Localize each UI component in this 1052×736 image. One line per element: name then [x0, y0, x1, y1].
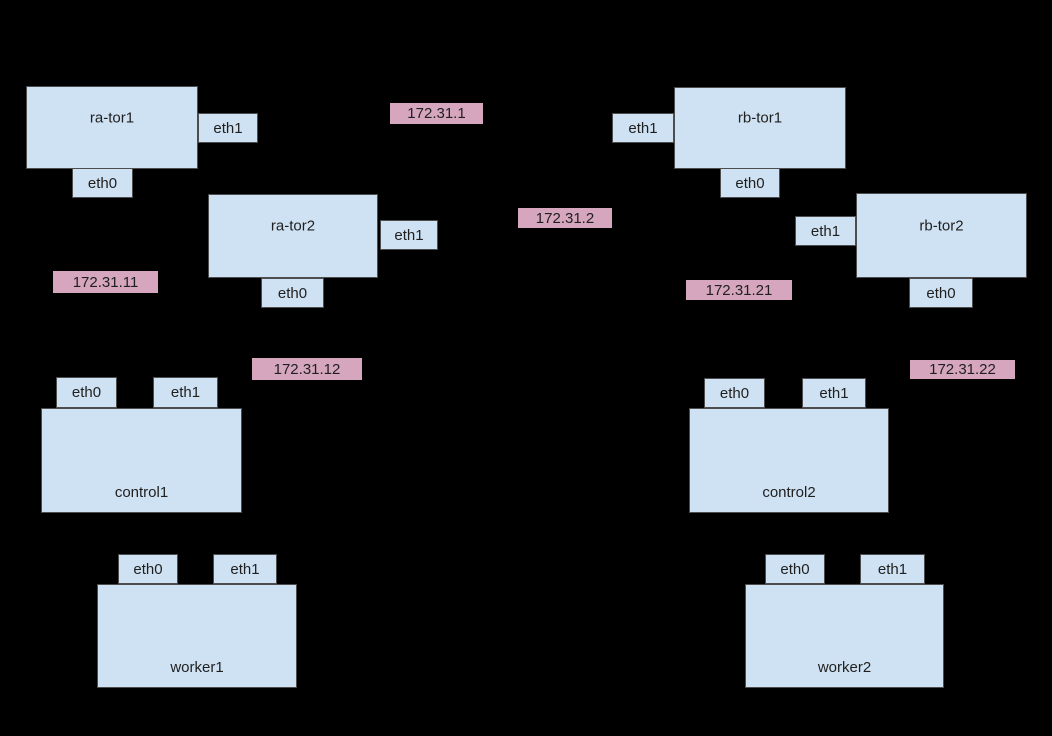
ip-label-172.31.1: 172.31.1	[390, 103, 483, 124]
node-label: rb-tor2	[919, 217, 964, 234]
ip-label-172.31.22: 172.31.22	[910, 360, 1015, 379]
port-rb-tor1-eth0: eth0	[720, 168, 780, 198]
port-worker2-eth1: eth1	[860, 554, 925, 584]
port-ra-tor2-eth0: eth0	[261, 278, 324, 308]
node-label: ra-tor1	[89, 109, 135, 126]
node-label: worker1	[170, 659, 224, 676]
node-label: control2	[762, 484, 816, 501]
port-control2-eth0: eth0	[704, 378, 765, 408]
ip-label-172.31.11: 172.31.11	[53, 271, 158, 293]
port-ra-tor2-eth1: eth1	[380, 220, 438, 250]
port-rb-tor1-eth1: eth1	[612, 113, 674, 143]
port-ra-tor1-eth1: eth1	[198, 113, 258, 143]
port-rb-tor2-eth1: eth1	[795, 216, 856, 246]
node-rb-tor2: rb-tor2	[856, 193, 1027, 278]
node-worker1: worker1	[97, 584, 297, 688]
port-control1-eth0: eth0	[56, 377, 117, 408]
node-control1: control1	[41, 408, 242, 513]
ip-label-172.31.21: 172.31.21	[686, 280, 792, 300]
node-label: ra-tor2	[270, 217, 316, 235]
port-worker1-eth1: eth1	[213, 554, 277, 584]
ip-label-172.31.2: 172.31.2	[518, 208, 612, 228]
port-worker2-eth0: eth0	[765, 554, 825, 584]
port-ra-tor1-eth0: eth0	[72, 168, 133, 198]
port-rb-tor2-eth0: eth0	[909, 278, 973, 308]
node-control2: control2	[689, 408, 889, 513]
port-control2-eth1: eth1	[802, 378, 866, 408]
node-label: control1	[114, 484, 169, 501]
ip-label-172.31.12: 172.31.12	[252, 358, 362, 380]
port-control1-eth1: eth1	[153, 377, 218, 408]
node-ra-tor2: ra-tor2	[208, 194, 378, 278]
node-label: rb-tor1	[737, 109, 783, 127]
node-worker2: worker2	[745, 584, 944, 688]
node-rb-tor1: rb-tor1	[674, 87, 846, 169]
node-label: worker2	[817, 659, 872, 676]
node-ra-tor1: ra-tor1	[26, 86, 198, 169]
port-worker1-eth0: eth0	[118, 554, 178, 584]
